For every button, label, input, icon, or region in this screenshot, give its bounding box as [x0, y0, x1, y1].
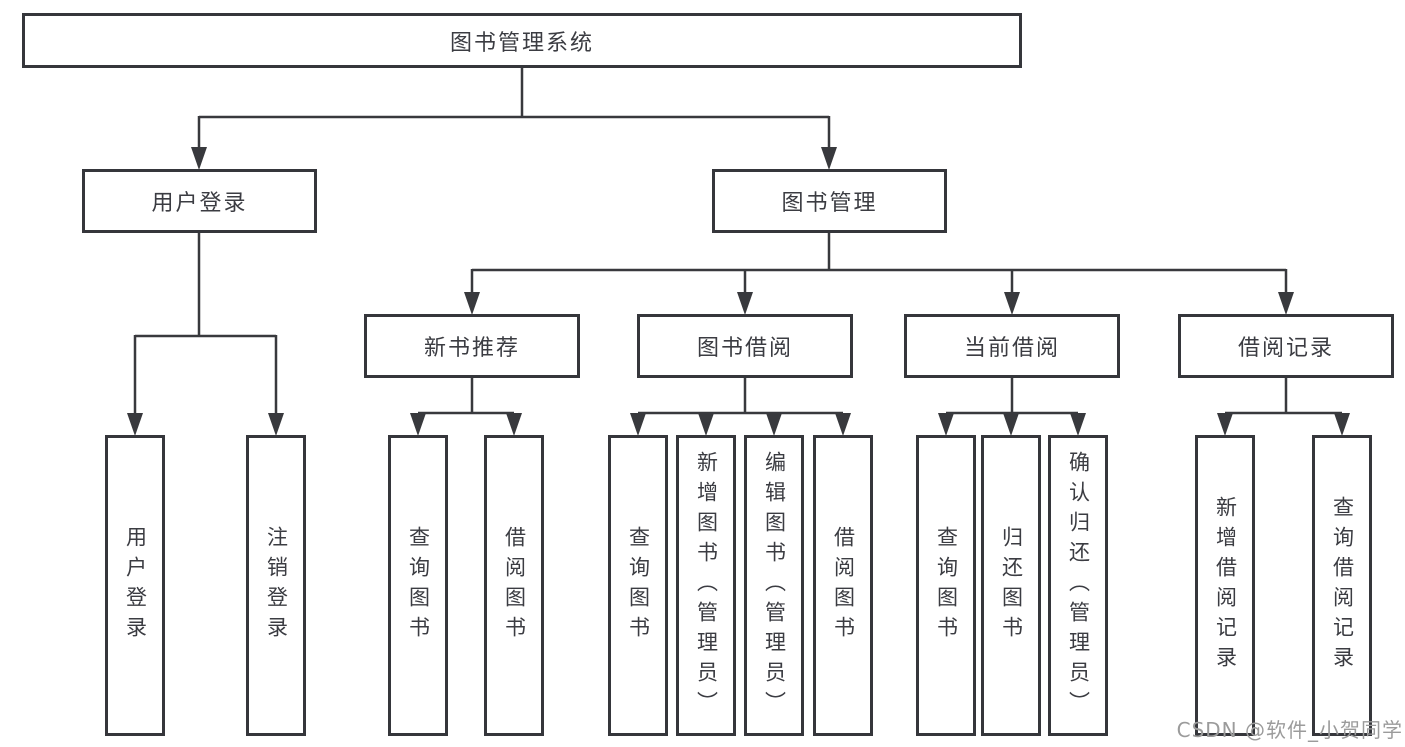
- node-book-management: 图书管理: [712, 169, 947, 233]
- leaf-confirm-return-admin: 确认归还（管理员）: [1048, 435, 1108, 736]
- leaf-label: 归还图书: [999, 525, 1024, 646]
- leaf-borrow-books-borrowing: 借阅图书: [813, 435, 873, 736]
- leaf-label: 编辑图书（管理员）: [762, 450, 787, 721]
- leaf-label: 借阅图书: [502, 525, 527, 646]
- leaf-label: 借阅图书: [831, 525, 856, 646]
- node-book-borrowing: 图书借阅: [637, 314, 853, 378]
- node-user-login: 用户登录: [82, 169, 317, 233]
- leaf-label: 查询图书: [934, 525, 959, 646]
- leaf-label: 新增图书（管理员）: [694, 450, 719, 721]
- node-new-book-recommendation: 新书推荐: [364, 314, 580, 378]
- leaf-query-books-current: 查询图书: [916, 435, 976, 736]
- leaf-logout-login: 注销登录: [246, 435, 306, 736]
- leaf-borrow-books-recommend: 借阅图书: [484, 435, 544, 736]
- leaf-return-books: 归还图书: [981, 435, 1041, 736]
- node-library-management-system: 图书管理系统: [22, 13, 1022, 68]
- leaf-label: 用户登录: [123, 525, 148, 646]
- leaf-add-borrow-record: 新增借阅记录: [1195, 435, 1255, 736]
- node-current-borrowing: 当前借阅: [904, 314, 1120, 378]
- leaf-label: 新增借阅记录: [1213, 495, 1238, 676]
- leaf-query-borrow-record: 查询借阅记录: [1312, 435, 1372, 736]
- leaf-label: 查询图书: [626, 525, 651, 646]
- leaf-label: 查询借阅记录: [1330, 495, 1355, 676]
- watermark: CSDN @软件_小贺同学: [1176, 718, 1403, 742]
- leaf-edit-book-admin: 编辑图书（管理员）: [744, 435, 804, 736]
- leaf-query-books-borrowing: 查询图书: [608, 435, 668, 736]
- leaf-label: 注销登录: [264, 525, 289, 646]
- node-borrowing-records: 借阅记录: [1178, 314, 1394, 378]
- leaf-label: 确认归还（管理员）: [1066, 450, 1091, 721]
- leaf-add-book-admin: 新增图书（管理员）: [676, 435, 736, 736]
- leaf-label: 查询图书: [406, 525, 431, 646]
- leaf-user-login: 用户登录: [105, 435, 165, 736]
- leaf-query-books-recommend: 查询图书: [388, 435, 448, 736]
